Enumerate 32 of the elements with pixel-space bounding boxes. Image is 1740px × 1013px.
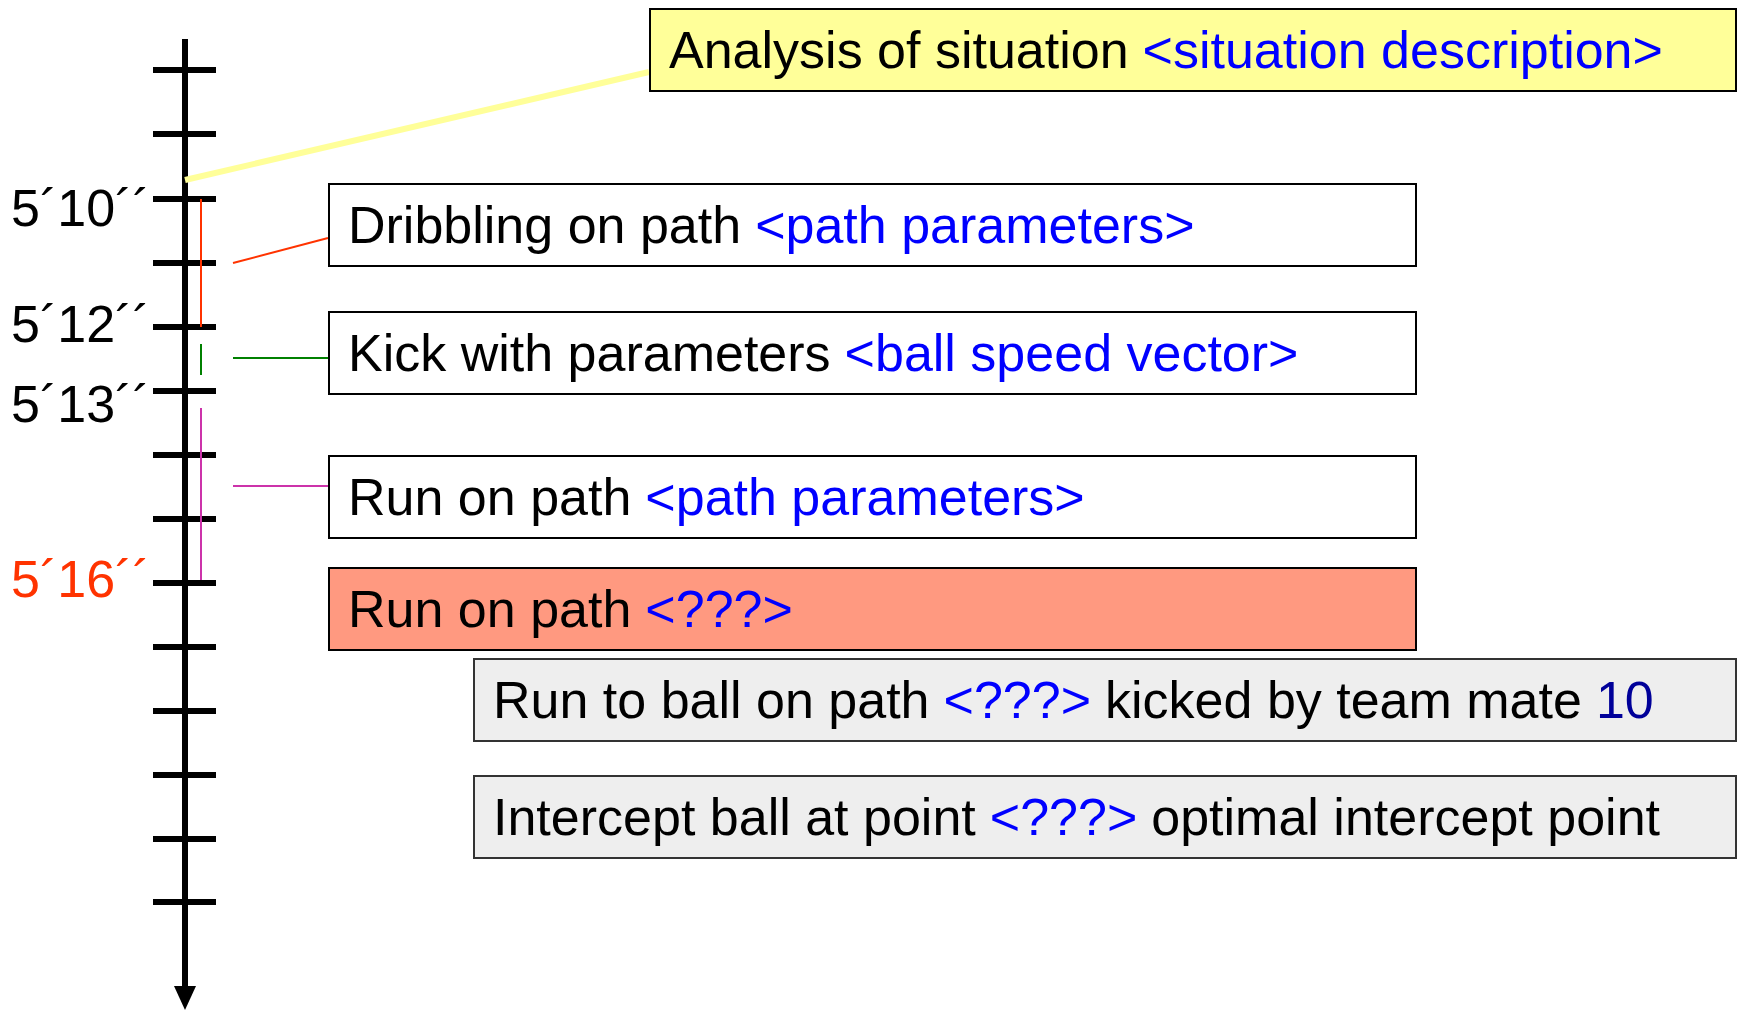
leader-line xyxy=(232,357,329,359)
action-box xyxy=(328,455,1417,539)
time-label: 5´10´´ xyxy=(11,182,150,234)
time-label: 5´16´´ xyxy=(11,553,150,605)
action-text: optimal intercept point xyxy=(1151,787,1660,847)
action-text: Dribbling on path xyxy=(348,195,742,255)
time-label: 5´13´´ xyxy=(11,378,150,430)
parameter-text: <???> xyxy=(943,670,1092,730)
action-text: Run on path xyxy=(348,579,632,639)
highlighted-action-box xyxy=(328,567,1417,651)
leader-line xyxy=(232,237,329,264)
action-text: kicked by team mate xyxy=(1105,670,1582,730)
leader-line xyxy=(184,69,650,183)
callout-box xyxy=(649,8,1737,92)
action-text: Intercept ball at point xyxy=(493,787,976,847)
parameter-text: <situation description> xyxy=(1142,20,1663,80)
action-text: Analysis of situation xyxy=(669,20,1129,80)
time-label: 5´12´´ xyxy=(11,298,150,350)
action-box xyxy=(473,775,1737,859)
action-text: Run on path xyxy=(348,467,632,527)
parameter-text: 10 xyxy=(1595,670,1654,730)
leader-line xyxy=(232,485,329,487)
action-box xyxy=(473,658,1737,742)
parameter-text: <path parameters> xyxy=(645,467,1085,527)
parameter-text: <path parameters> xyxy=(755,195,1195,255)
parameter-text: <???> xyxy=(989,787,1138,847)
action-text: Run to ball on path xyxy=(493,670,930,730)
action-box xyxy=(328,183,1417,267)
action-box xyxy=(328,311,1417,395)
action-text: Kick with parameters xyxy=(348,323,831,383)
parameter-text: <???> xyxy=(645,579,793,639)
parameter-text: <ball speed vector> xyxy=(844,323,1299,383)
